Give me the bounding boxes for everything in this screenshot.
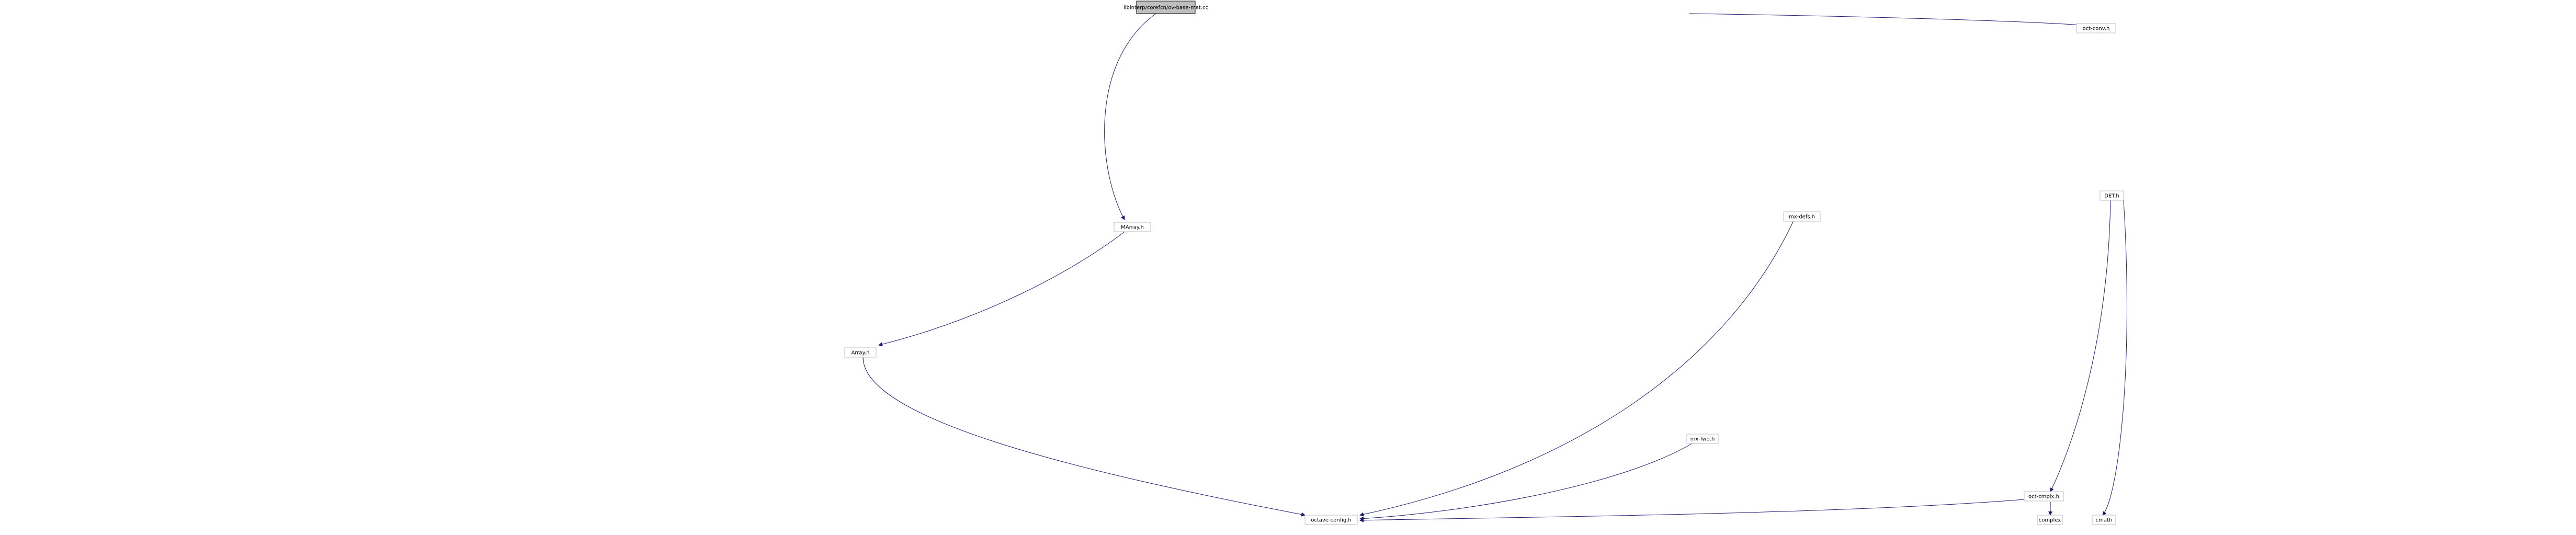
edge-det-to-cmplx: [2050, 200, 2111, 492]
node-box: [1304, 515, 1358, 525]
node-box: [1114, 222, 1151, 232]
node-label: mx-defs.h: [1789, 214, 1815, 220]
node-octave-config[interactable]: octave-config.h: [1304, 515, 1358, 525]
node-box: [1136, 1, 1196, 14]
node-label: MArray.h: [1121, 225, 1144, 231]
node-box: [2024, 491, 2064, 502]
node-box: [2037, 515, 2063, 525]
node-oct-cmplx[interactable]: oct-cmplx.h: [2024, 491, 2064, 502]
node-cmath[interactable]: cmath: [2092, 515, 2116, 525]
node-complex[interactable]: complex: [2037, 515, 2063, 525]
edge-array-to-config: [863, 357, 1306, 517]
node-box: [2100, 190, 2124, 201]
node-oct-conv[interactable]: oct-conv.h: [2076, 23, 2116, 33]
node-DET[interactable]: DET.h: [2100, 190, 2124, 201]
node-label: mx-fwd.h: [1690, 437, 1715, 442]
node-label: DET.h: [2104, 193, 2119, 199]
edge-root-to-marray: [1104, 13, 1156, 220]
edge-det-to-cmath: [2102, 200, 2127, 516]
edge-cmplx-to-config: [1359, 499, 2025, 522]
node-Array[interactable]: Array.h: [844, 347, 877, 358]
node-label: libinterp/corefcn/ov-base-mat.cc: [1124, 5, 1208, 11]
node-label: oct-cmplx.h: [2028, 494, 2059, 500]
node-box: [1686, 434, 1719, 444]
node-box: [2092, 515, 2116, 525]
node-label: oct-conv.h: [2083, 26, 2110, 32]
node-mx-defs[interactable]: mx-defs.h: [1783, 211, 1821, 222]
node-box: [1783, 211, 1821, 222]
node-root[interactable]: libinterp/corefcn/ov-base-mat.cc: [1124, 1, 1208, 14]
edge-root-to-oct-conv: [1689, 13, 2093, 28]
edge-mxfwd-to-config: [1359, 441, 1695, 521]
node-label: octave-config.h: [1311, 518, 1351, 523]
node-MArray[interactable]: MArray.h: [1114, 222, 1151, 232]
node-label: Array.h: [851, 350, 869, 356]
node-box: [844, 347, 877, 358]
node-label: cmath: [2096, 518, 2113, 523]
edge-mxdefs-to-config: [1359, 219, 1795, 517]
node-label: complex: [2039, 518, 2061, 523]
node-box: [2076, 23, 2116, 33]
edge-marray-to-array: [878, 231, 1125, 347]
node-mx-fwd[interactable]: mx-fwd.h: [1686, 434, 1719, 444]
